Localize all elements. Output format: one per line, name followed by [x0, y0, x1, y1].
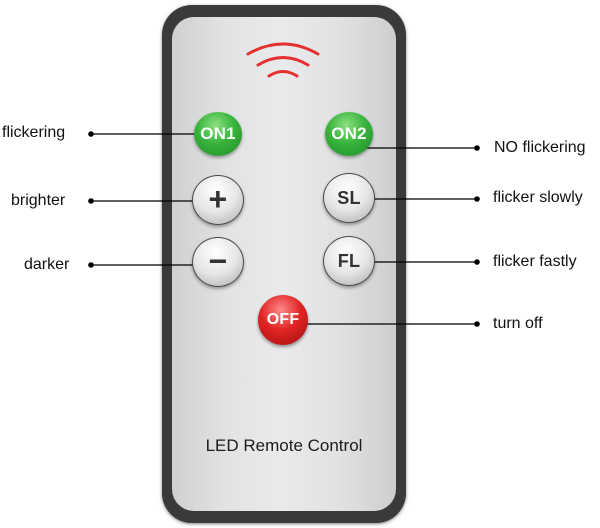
sl-label: SL — [337, 187, 361, 208]
minus-icon: − — [208, 242, 228, 279]
on1-button[interactable]: ON1 — [194, 112, 242, 156]
callout-dot — [474, 196, 480, 202]
brighter-button[interactable]: + — [192, 175, 244, 225]
off-label: OFF — [266, 311, 300, 328]
on2-label: ON2 — [331, 124, 367, 143]
callout-dot — [88, 131, 94, 137]
plus-icon: + — [208, 180, 228, 217]
sl-button[interactable]: SL — [323, 173, 375, 223]
fl-button[interactable]: FL — [323, 236, 375, 286]
callout-dot — [474, 321, 480, 327]
callout-flicker-slowly: flicker slowly — [493, 189, 583, 206]
darker-button[interactable]: − — [192, 237, 244, 287]
signal-waves-icon — [246, 42, 320, 78]
on2-button[interactable]: ON2 — [325, 112, 373, 156]
device-label: LED Remote Control — [205, 436, 363, 455]
callout-brighter: brighter — [11, 192, 66, 209]
callout-no-flickering: NO flickering — [494, 139, 586, 156]
callout-flicker-fastly: flicker fastly — [493, 253, 577, 270]
callout-dot — [474, 259, 480, 265]
callout-flickering: flickering — [2, 124, 66, 141]
callout-dot — [474, 145, 480, 151]
callout-dot — [88, 262, 94, 268]
on1-label: ON1 — [200, 124, 236, 143]
callout-darker: darker — [24, 256, 70, 273]
fl-label: FL — [337, 250, 361, 271]
off-button[interactable]: OFF — [258, 295, 308, 345]
callout-dot — [88, 198, 94, 204]
callout-turn-off: turn off — [493, 315, 543, 332]
